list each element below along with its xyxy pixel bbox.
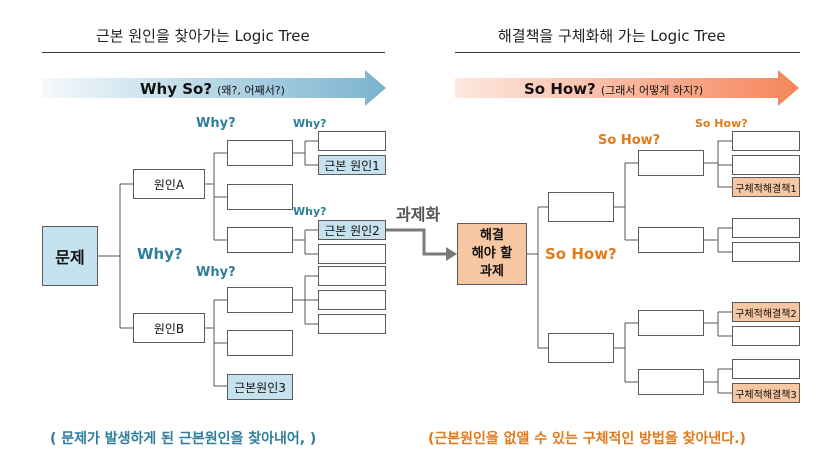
tree-connectors: [98, 140, 732, 394]
task-line-3: 과제: [480, 264, 504, 279]
left-l3-box: [318, 244, 386, 264]
taskify-label: 과제화: [396, 205, 441, 224]
left-l3-box: [318, 314, 386, 334]
right-bottom-caption: (근본원인을 없앨 수 있는 구체적인 방법을 찾아낸다.): [428, 431, 746, 447]
left-l2-box: [227, 227, 293, 253]
right-l2-box: [638, 227, 704, 253]
left-l2-box: [227, 184, 293, 210]
right-l1-box: [548, 192, 614, 222]
why-so-sub: (왜?, 어째서?): [217, 84, 285, 97]
cause-a-node: 원인A: [133, 169, 205, 199]
solution-1-node: 구체적해결책1: [732, 177, 800, 197]
so-how-l3-label: So How?: [695, 117, 748, 130]
left-title-rule: [42, 52, 385, 53]
right-l3-box: [732, 242, 800, 262]
left-bottom-caption: ( 문제가 발생하게 된 근본원인을 찾아내어, ): [50, 431, 317, 447]
left-l3-box: [318, 131, 386, 151]
taskify-arrow: [386, 228, 457, 261]
root-cause-3-node: 근본원인3: [227, 374, 293, 400]
right-l2-box: [638, 369, 704, 395]
right-l3-box: [732, 218, 800, 238]
task-line-1: 해결: [480, 228, 504, 243]
so-how-main-label: So How?: [545, 245, 617, 263]
right-title: 해결책을 구체화해 가는 Logic Tree: [498, 27, 726, 45]
right-l2-box: [638, 310, 704, 336]
left-title: 근본 원인을 찾아가는 Logic Tree: [96, 27, 310, 45]
so-how-l2-label: So How?: [598, 133, 661, 148]
why-so-label: Why So? (왜?, 어째서?): [140, 79, 285, 98]
so-how-label: So How? (그래서 어떻게 하지?): [524, 79, 703, 98]
why-l3-top-label: Why?: [293, 117, 327, 130]
right-l3-box: [732, 326, 800, 346]
left-l3-box: [318, 290, 386, 310]
so-how-arrow: [455, 70, 799, 106]
left-l3-box: [318, 266, 386, 286]
left-l2-box: [227, 287, 293, 313]
why-so-arrow: [42, 70, 386, 106]
root-cause-2-node: 근본 원인2: [318, 220, 386, 240]
right-l3-box: [732, 359, 800, 379]
why-a-label: Why?: [196, 116, 236, 131]
right-l2-box: [638, 150, 704, 176]
so-how-main: So How?: [524, 80, 596, 98]
right-title-rule: [455, 52, 800, 53]
left-l2-box: [227, 330, 293, 356]
right-l3-box: [732, 155, 800, 175]
why-so-main: Why So?: [140, 80, 213, 98]
solution-3-node: 구체적해결책3: [732, 383, 800, 403]
cause-b-node: 원인B: [133, 313, 205, 343]
so-how-sub: (그래서 어떻게 하지?): [600, 84, 704, 97]
right-l1-box: [548, 333, 614, 363]
root-cause-1-node: 근본 원인1: [318, 155, 386, 175]
root-why-label: Why?: [137, 245, 183, 263]
right-l3-box: [732, 131, 800, 151]
why-b-label: Why?: [196, 265, 236, 280]
root-problem-node: 문제: [42, 226, 98, 286]
solution-2-node: 구체적해결책2: [732, 302, 800, 322]
why-l3-mid-label: Why?: [293, 205, 327, 218]
task-node: 해결 해야 할 과제: [457, 223, 527, 285]
left-l2-box: [227, 140, 293, 166]
task-line-2: 해야 할: [471, 246, 513, 261]
